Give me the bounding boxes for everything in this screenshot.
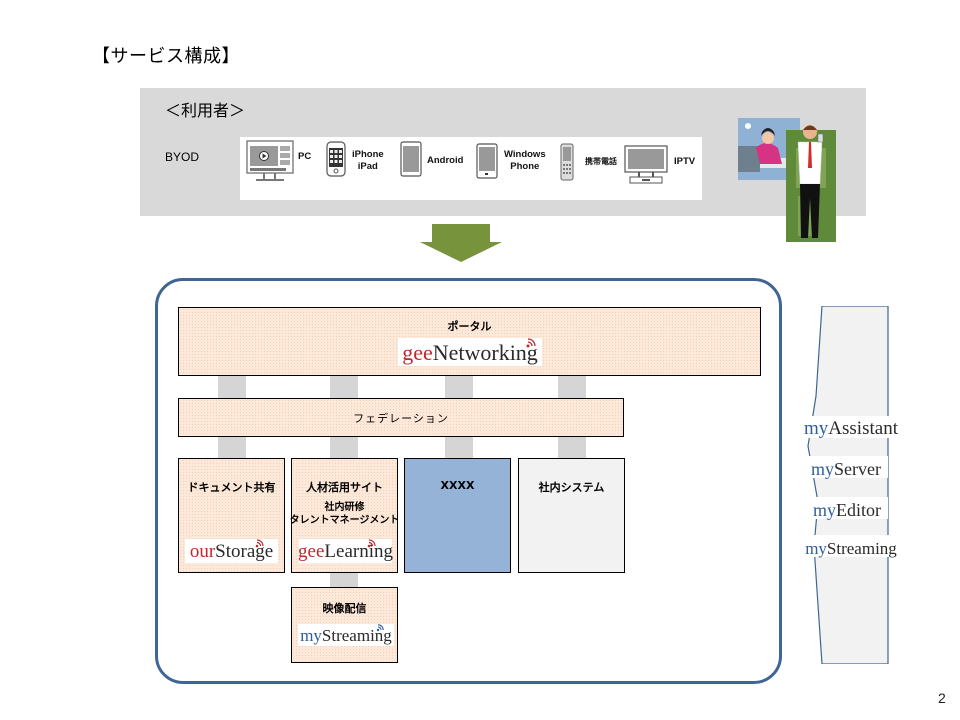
logo-prefix: our (189, 541, 216, 562)
logo-name: Streaming (826, 539, 897, 558)
connector (330, 437, 358, 458)
logo-prefix: my (804, 418, 829, 439)
connector (218, 437, 246, 458)
logo-name: Networking (432, 340, 538, 365)
connector (445, 437, 473, 458)
internal-system-box: 社内システム (518, 458, 625, 573)
device-label-pc: PC (298, 151, 312, 162)
box-sublabel: 社内研修 タレントマネージメント (289, 502, 400, 526)
device-label-iphone: iPhone iPad (352, 149, 384, 172)
iptv-icon (624, 145, 668, 184)
windows-phone-icon (476, 143, 498, 179)
logo-name: Assistant (828, 418, 898, 439)
connector (558, 376, 586, 398)
feature-phone-icon (560, 143, 574, 181)
page-title: 【サービス構成】 (92, 46, 240, 67)
my-services-panel (807, 306, 889, 664)
wifi-signal-icon (526, 338, 536, 348)
device-label-android: Android (427, 155, 464, 166)
xxxx-box: XXXX (404, 458, 511, 573)
pc-monitor-icon (246, 140, 294, 181)
device-label-iptv: IPTV (674, 156, 696, 167)
logo-name: Server (834, 459, 881, 479)
page-number: 2 (938, 690, 946, 706)
device-label-feature-phone: 携帯電話 (585, 157, 617, 166)
byod-label: BYOD (165, 150, 200, 164)
box-label: 映像配信 (322, 602, 367, 615)
iphone-icon (326, 141, 346, 177)
logo-name: Streaming (321, 626, 392, 645)
connector (445, 376, 473, 398)
users-illustration (738, 118, 836, 242)
device-strip: PC iPhone iPad Android Windows Phone 携帯電 (240, 137, 702, 200)
portal-label: ポータル (447, 320, 492, 333)
box-label: XXXX (440, 479, 475, 492)
logo-prefix: gee (298, 541, 325, 562)
logo-prefix: my (812, 500, 836, 520)
down-arrow-icon (420, 224, 502, 262)
logo-prefix: my (811, 459, 835, 479)
connector (218, 376, 246, 398)
logo-name: Editor (836, 500, 881, 520)
logo-prefix: gee (402, 340, 433, 365)
connector (330, 573, 358, 587)
box-label: 社内システム (538, 481, 605, 494)
federation-box: フェデレーション (178, 398, 624, 437)
connector (558, 437, 586, 458)
wifi-signal-icon (376, 624, 384, 632)
connector (330, 376, 358, 398)
logo-prefix: my (805, 539, 827, 558)
federation-label: フェデレーション (353, 412, 449, 425)
box-label: 人材活用サイト (306, 481, 383, 494)
logo-name: Storage (215, 541, 274, 562)
users-heading: ＜利用者＞ (165, 101, 246, 120)
device-label-windows-phone: Windows Phone (504, 149, 546, 172)
wifi-signal-icon (255, 539, 264, 548)
logo-name: Learning (324, 541, 393, 562)
android-tablet-icon (400, 141, 422, 177)
wifi-signal-icon (367, 539, 376, 548)
box-label: ドキュメント共有 (187, 481, 276, 494)
logo-prefix: my (300, 626, 322, 645)
